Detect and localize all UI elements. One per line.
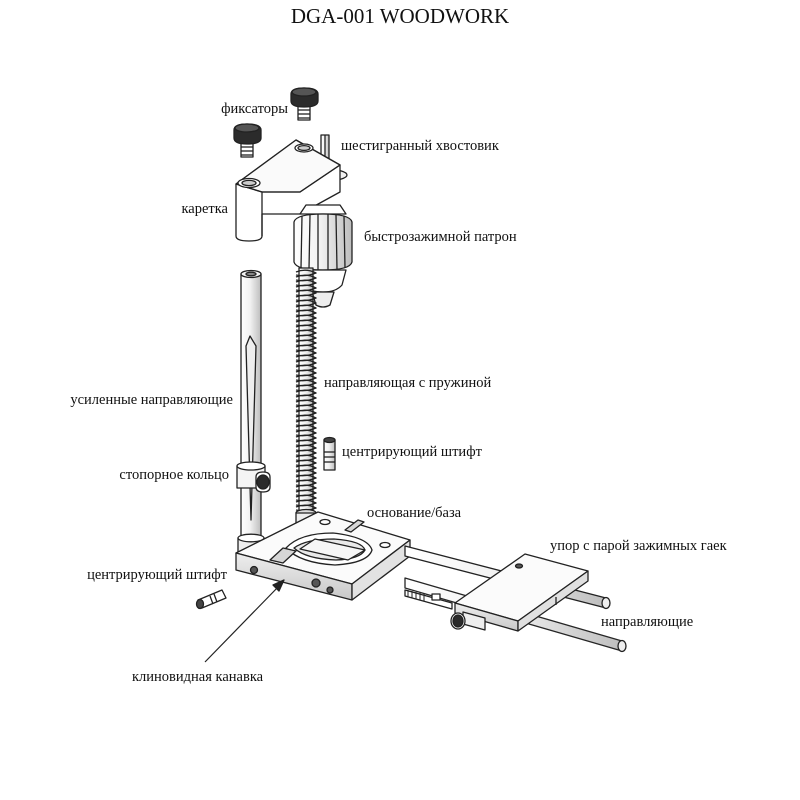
base-plate: [235, 511, 411, 601]
carriage: [235, 139, 341, 242]
v-groove-pointer: [204, 579, 285, 663]
label-centering-pin-left: центрирующий штифт: [87, 567, 227, 583]
label-fixators: фиксаторы: [221, 101, 288, 117]
reinforced-guide-rod: [236, 269, 271, 555]
label-centering-pin-top: центрирующий штифт: [342, 444, 482, 460]
diagram-title: DGA-001 WOODWORK: [290, 4, 510, 28]
clamp-screw: [404, 589, 453, 610]
label-reinforced-guides: усиленные направляющие: [70, 392, 233, 408]
label-spring-guide: направляющая с пружиной: [324, 375, 492, 391]
centering-pin-top: [323, 436, 336, 471]
label-carriage: каретка: [181, 201, 228, 217]
label-chuck: быстрозажимной патрон: [364, 229, 517, 245]
label-guides: направляющие: [601, 614, 694, 630]
label-v-groove: клиновидная канавка: [132, 669, 264, 685]
label-stop-with-nuts: упор с парой зажимных гаек: [550, 538, 727, 554]
label-base: основание/база: [367, 505, 462, 521]
fixator-knob-left: [233, 123, 262, 158]
label-stop-ring: стопорное кольцо: [119, 467, 229, 483]
stop-block: [450, 553, 589, 632]
spring-guide: [295, 267, 317, 526]
stop-ring: [236, 461, 271, 493]
fixator-knob-top: [290, 87, 319, 121]
centering-pin-left: [195, 589, 227, 610]
label-hex-shank: шестигранный хвостовик: [341, 138, 499, 154]
